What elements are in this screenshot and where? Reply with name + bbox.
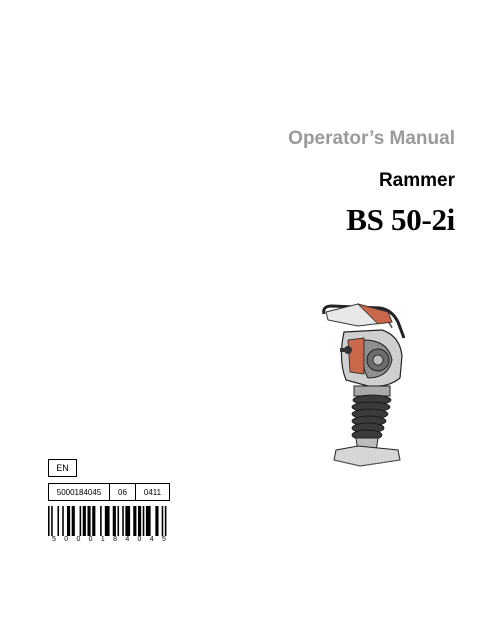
barcode-bar xyxy=(133,506,137,536)
barcode-bar xyxy=(57,506,60,536)
barcode-digit: 5 xyxy=(52,536,56,543)
barcode-bar xyxy=(82,506,86,536)
barcode-digit: 0 xyxy=(76,536,81,543)
barcode-bar xyxy=(79,506,82,536)
barcode-bar xyxy=(117,506,120,536)
barcode-digit: 0 xyxy=(64,536,69,543)
barcode-digit: 4 xyxy=(125,536,130,543)
barcode-bar xyxy=(145,506,151,536)
barcode-digit: 5 xyxy=(161,536,166,543)
barcode-digit: 4 xyxy=(149,536,154,543)
barcode-bar xyxy=(100,506,102,536)
language-box: EN xyxy=(48,459,77,477)
barcode-bar xyxy=(125,506,131,536)
barcode-bar xyxy=(87,506,91,536)
rammer-image xyxy=(322,303,406,467)
barcode-bar xyxy=(155,506,159,536)
barcode-bar xyxy=(71,506,75,536)
revision-number: 06 xyxy=(110,484,136,500)
barcode-bar xyxy=(142,506,145,536)
barcode xyxy=(48,506,167,536)
barcode-bar xyxy=(104,506,110,536)
barcode-bar xyxy=(51,506,53,536)
barcode-bar xyxy=(66,506,71,536)
barcode-bar xyxy=(164,506,167,536)
model-name: BS 50-2i xyxy=(346,202,455,237)
barcode-bar xyxy=(62,506,64,536)
part-number: 5000184045 xyxy=(49,484,110,500)
barcode-bar xyxy=(122,506,124,536)
barcode-bar xyxy=(161,506,164,536)
barcode-bar xyxy=(112,506,116,536)
date-code: 0411 xyxy=(143,487,162,497)
barcode-digits: 5 0 0 0 1 8 4 0 4 5 xyxy=(52,536,166,543)
barcode-digit: 0 xyxy=(137,536,142,543)
product-type: Rammer xyxy=(378,170,455,191)
manual-title: Operator’s Manual xyxy=(288,128,455,149)
document-info-table: 5000184045 06 0411 xyxy=(48,483,170,501)
barcode-digit: 0 xyxy=(88,536,93,543)
barcode-bar xyxy=(92,506,96,536)
barcode-digit: 1 xyxy=(100,536,105,543)
barcode-bar xyxy=(138,506,142,536)
barcode-bar xyxy=(48,506,50,536)
barcode-digit: 8 xyxy=(113,536,117,543)
